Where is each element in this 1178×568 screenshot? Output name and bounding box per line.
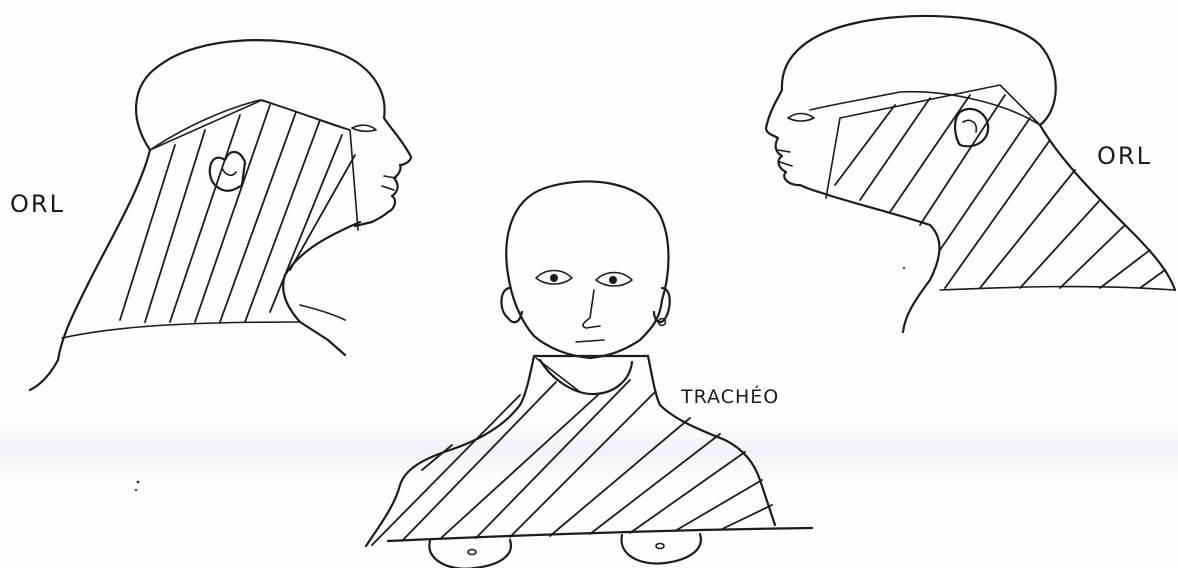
- front-nipple-right: [656, 544, 664, 549]
- right-ear-inner: [963, 120, 976, 132]
- left-profile-figure: [30, 40, 411, 390]
- front-chest-line: [388, 528, 812, 541]
- left-neck-back: [30, 150, 150, 390]
- front-trach-curve: [540, 360, 632, 394]
- front-neck-left: [366, 356, 534, 546]
- front-nipple-left: [468, 550, 476, 555]
- right-profile-figure: [766, 16, 1175, 332]
- left-throat: [283, 222, 360, 355]
- left-lips: [382, 176, 396, 190]
- left-cap-line: [150, 100, 350, 150]
- label-orl-left: ORL: [10, 190, 65, 218]
- right-zone-border: [826, 85, 1175, 290]
- left-ear: [210, 152, 245, 191]
- label-orl-right: ORL: [1097, 142, 1152, 170]
- right-head-outline: [766, 16, 1056, 195]
- left-collar-curve: [300, 305, 345, 320]
- front-mouth: [576, 340, 604, 342]
- right-hatching: [835, 95, 1165, 288]
- front-pupil-left: [550, 274, 558, 282]
- left-eye: [352, 125, 376, 131]
- left-ear-inner: [222, 168, 236, 175]
- front-pupil-right: [609, 276, 617, 284]
- right-cap-line: [810, 92, 1040, 125]
- front-diagonal: [536, 358, 580, 392]
- scan-specks: [135, 267, 905, 491]
- label-tracheo: TRACHÉO: [681, 386, 779, 408]
- right-eye: [788, 114, 814, 122]
- right-throat: [828, 195, 939, 332]
- front-figure: [366, 181, 812, 568]
- left-hatching: [120, 105, 355, 322]
- front-nose: [583, 290, 600, 328]
- front-head-outline: [506, 181, 668, 358]
